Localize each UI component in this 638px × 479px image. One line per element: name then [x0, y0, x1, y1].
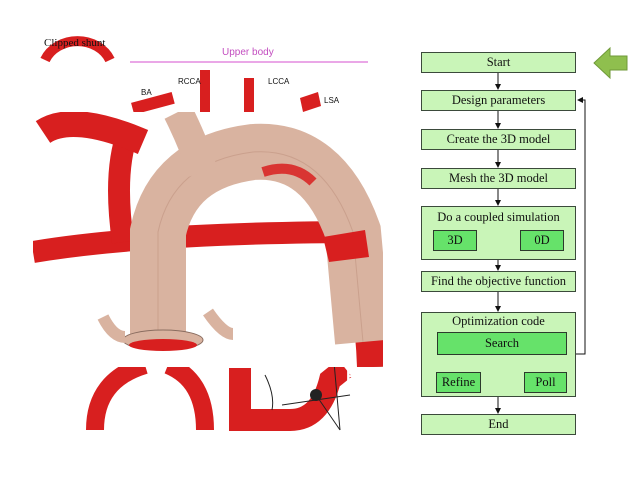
optimization-code-title: Optimization code	[452, 314, 545, 328]
sim-3d-box: 3D	[433, 230, 477, 251]
meshed-aorta-render	[33, 112, 383, 367]
ba-label: BA	[141, 88, 152, 97]
rcca-label: RCCA	[178, 77, 201, 86]
lsa-label: LSA	[324, 96, 340, 105]
search-box: Search	[437, 332, 567, 355]
refine-box: Refine	[436, 372, 481, 393]
aorta-figure: Clipped shunt Upper body BA RCCA LCCA LS…	[33, 36, 383, 431]
coupled-simulation-title: Do a coupled simulation	[437, 210, 560, 224]
start-box: Start	[421, 52, 576, 73]
clipped-shunt-label: Clipped shunt	[44, 37, 106, 49]
pa-label: PA	[346, 366, 369, 385]
background-vessel-illustration	[40, 36, 368, 431]
left-arrow-icon[interactable]	[593, 46, 629, 80]
end-box: End	[421, 414, 576, 435]
mesh-3d-model-box: Mesh the 3D model	[421, 168, 576, 189]
create-3d-model-box: Create the 3D model	[421, 129, 576, 150]
poll-box: Poll	[524, 372, 567, 393]
upper-body-label: Upper body	[222, 47, 274, 58]
lcca-label: LCCA	[268, 77, 290, 86]
objective-function-box: Find the objective function	[421, 271, 576, 292]
design-parameters-box: Design parameters	[421, 90, 576, 111]
sim-0d-box: 0D	[520, 230, 564, 251]
